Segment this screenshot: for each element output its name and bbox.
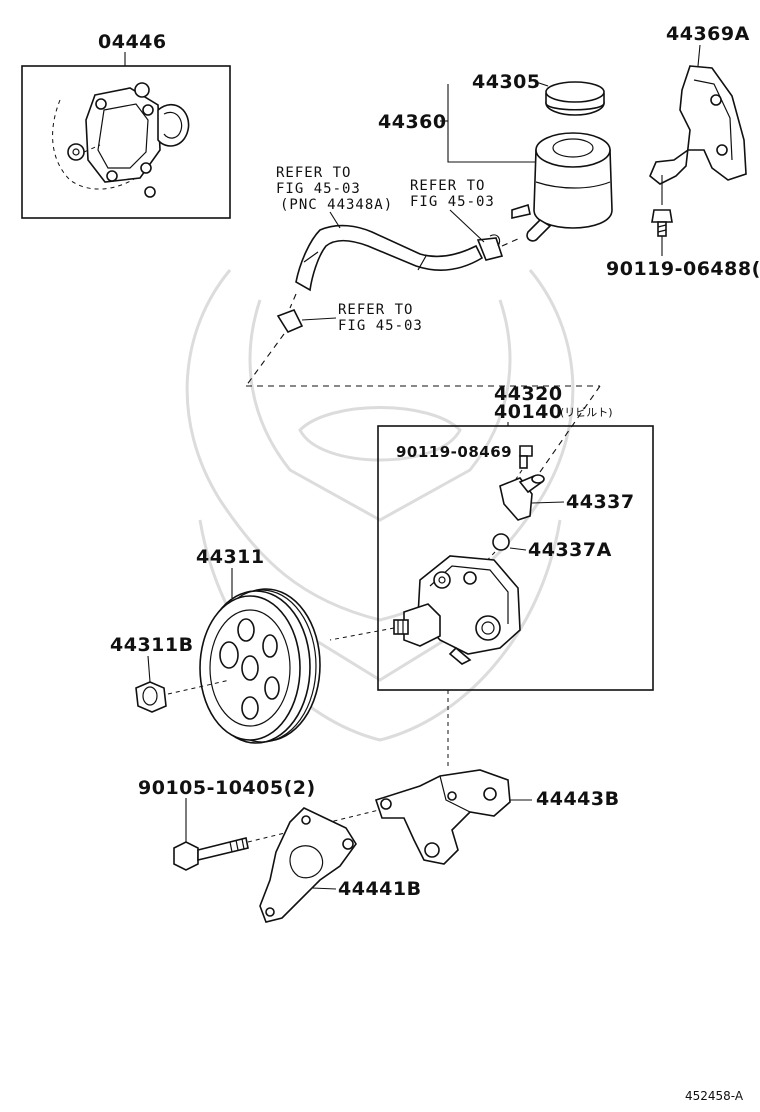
power-steering-pump-icon	[393, 555, 521, 665]
reservoir-cap-icon	[545, 81, 605, 116]
pump-assembly-group: 44320 40140 (リビルト) 90119-08469 44337 443…	[329, 383, 654, 691]
reservoir-group: 44305 44360	[378, 71, 613, 242]
rebuilt-note: (リビルト)	[560, 406, 613, 419]
refer-hose-upper-line1: REFER TO	[276, 165, 351, 181]
gasket-kit-group: 04446	[21, 31, 231, 219]
part-label-90119-08469: 90119-08469	[396, 443, 512, 461]
figure-code: 452458-A	[685, 1089, 744, 1103]
bracket-44443B-icon	[374, 769, 511, 865]
bolt-90119-08469-icon	[519, 445, 533, 469]
hose-group: REFER TO FIG 45-03 (PNC 44348A) REFER TO…	[245, 165, 601, 473]
part-label-44369A: 44369A	[666, 23, 750, 45]
part-label-44337A: 44337A	[528, 539, 612, 561]
hose-return-icon	[295, 224, 484, 292]
union-fitting-44337-icon	[499, 474, 545, 521]
part-label-04446: 04446	[98, 31, 167, 53]
pump-assembly-box	[377, 425, 654, 691]
refer-clamp-lower-line1: REFER TO	[338, 302, 413, 318]
refer-hose-reservoir-line2: FIG 45-03	[410, 194, 495, 210]
refer-hose-upper-line2: FIG 45-03	[276, 181, 361, 197]
part-label-44320: 44320	[494, 383, 563, 405]
part-label-90119-06488: 90119-06488(3)	[606, 258, 760, 280]
gasket-kit-box	[21, 65, 231, 219]
part-label-40140: 40140	[494, 401, 563, 423]
part-label-44305: 44305	[472, 71, 541, 93]
reservoir-tank-icon	[511, 132, 613, 242]
part-label-44337: 44337	[566, 491, 635, 513]
bracket-44441B-icon	[259, 807, 357, 923]
part-label-44311B: 44311B	[110, 634, 194, 656]
part-label-44360: 44360	[378, 111, 447, 133]
part-label-44441B: 44441B	[338, 878, 422, 900]
hose-clamp-lower-icon	[276, 308, 304, 334]
o-ring-44337A-icon	[492, 533, 510, 551]
reservoir-bracket-group: 44369A 90119-06488(3)	[606, 23, 760, 280]
gasket-parts-icon	[52, 82, 190, 198]
bolt-90119-06488-icon	[651, 209, 673, 237]
nut-44311B-icon	[135, 681, 167, 713]
part-label-90105-10405: 90105-10405(2)	[138, 777, 316, 799]
pulley-44311-icon	[199, 588, 321, 744]
part-label-44311: 44311	[196, 546, 265, 568]
refer-hose-reservoir-line1: REFER TO	[410, 178, 485, 194]
part-label-44443B: 44443B	[536, 788, 620, 810]
bolt-90105-10405-icon	[173, 837, 249, 871]
pump-bracket-group: 90105-10405(2) 44443B 44441B	[138, 769, 620, 923]
hose-clamp-reservoir-icon	[476, 237, 504, 261]
refer-hose-upper-line3: (PNC 44348A)	[280, 197, 393, 213]
refer-clamp-lower-line2: FIG 45-03	[338, 318, 423, 334]
reservoir-bracket-icon	[649, 65, 747, 185]
pulley-group: 44311 44311B	[110, 546, 449, 770]
